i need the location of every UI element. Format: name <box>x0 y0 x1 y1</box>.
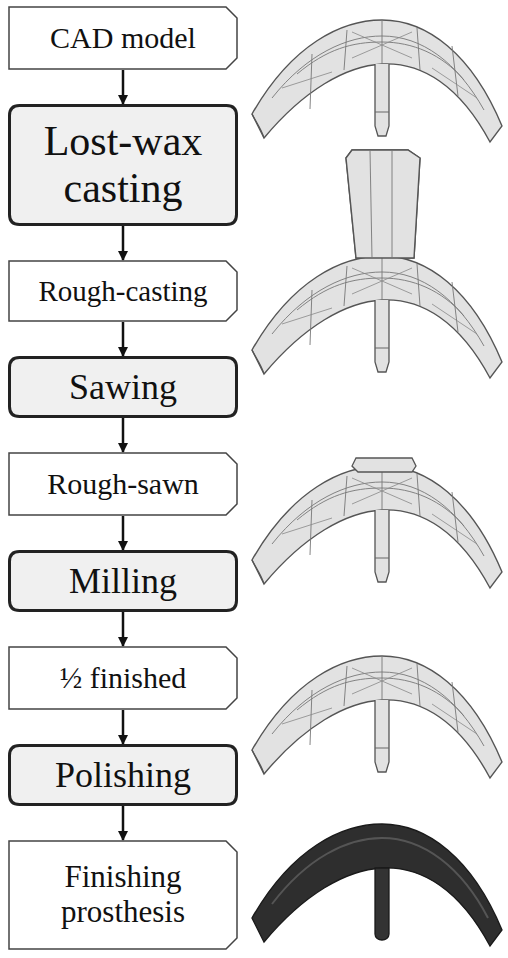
flow-arrow <box>122 322 125 356</box>
data-tag: Rough-sawn <box>8 452 238 516</box>
node-label: Sawing <box>59 367 187 407</box>
flow-arrow <box>122 70 125 104</box>
flow-arrow <box>122 418 125 452</box>
flow-arrow <box>122 806 125 840</box>
data-tag: Rough-casting <box>8 260 238 322</box>
data-tag: Finishing prosthesis <box>8 840 238 950</box>
process-box: Lost-wax casting <box>8 104 238 226</box>
node-label: CAD model <box>40 21 206 55</box>
node-label: Finishing prosthesis <box>8 860 238 929</box>
node-label: Milling <box>59 561 187 601</box>
process-box: Milling <box>8 550 238 612</box>
flow-arrow <box>122 710 125 744</box>
process-box: Sawing <box>8 356 238 418</box>
node-label: Lost-wax casting <box>8 118 238 212</box>
node-label: Rough-casting <box>28 275 217 307</box>
node-label: Polishing <box>45 755 201 795</box>
data-tag: CAD model <box>8 6 238 70</box>
node-label: Rough-sawn <box>37 467 209 501</box>
data-tag: ½ finished <box>8 646 238 710</box>
node-label: ½ finished <box>50 661 197 695</box>
process-box: Polishing <box>8 744 238 806</box>
flow-arrow <box>122 612 125 646</box>
flow-arrow <box>122 226 125 260</box>
flow-arrow <box>122 516 125 550</box>
